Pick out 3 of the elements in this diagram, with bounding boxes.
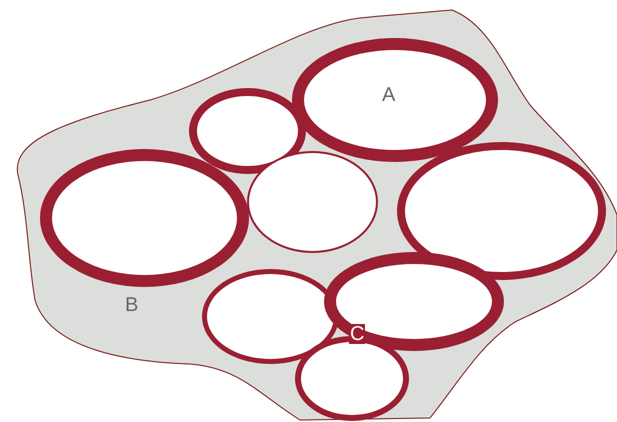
letter-label: B (124, 295, 140, 315)
letter-label: C (349, 324, 366, 344)
ellipse-label: A (382, 84, 396, 107)
